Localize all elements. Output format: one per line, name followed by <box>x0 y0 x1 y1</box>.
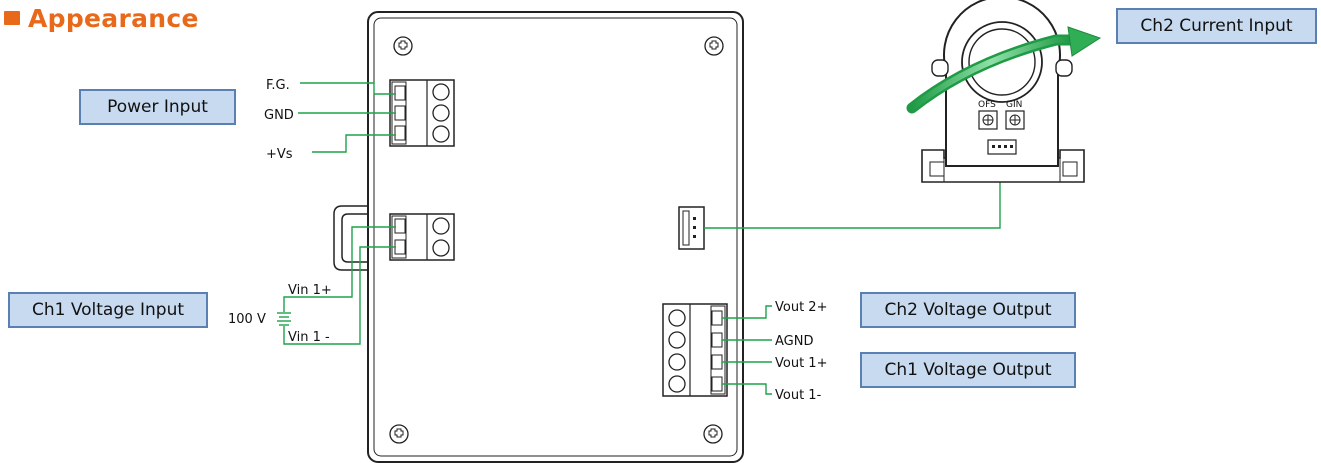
label-vout1-minus: Vout 1- <box>775 388 822 403</box>
sensor-connector <box>678 206 705 250</box>
ch1-voltage-output-box: Ch1 Voltage Output <box>860 352 1076 388</box>
label-source-voltage: 100 V <box>228 312 266 327</box>
heading-square-icon <box>4 11 20 25</box>
power-terminal-block <box>389 79 455 147</box>
heading-text: Appearance <box>28 3 199 33</box>
output-wires <box>722 305 772 395</box>
din-rail-clip <box>333 205 371 271</box>
label-vs: +Vs <box>266 147 293 162</box>
output-terminal-block <box>662 303 728 397</box>
ch1-input-wires <box>283 226 396 345</box>
screw-bottom-left <box>389 424 409 444</box>
label-vout2-plus: Vout 2+ <box>775 300 827 315</box>
current-cable-arrow-icon <box>906 26 1102 114</box>
sensor-wire <box>704 178 1001 229</box>
module-housing <box>367 11 744 463</box>
current-sensor <box>921 0 1085 183</box>
screw-top-right <box>704 36 724 56</box>
label-vin-plus: Vin 1+ <box>288 283 332 298</box>
label-fg: F.G. <box>266 78 290 93</box>
label-gnd: GND <box>264 108 294 123</box>
power-wires <box>298 82 396 153</box>
ch2-current-input-box: Ch2 Current Input <box>1116 8 1317 44</box>
screw-top-left <box>393 36 413 56</box>
label-ofs: OFS <box>978 100 996 110</box>
label-agnd: AGND <box>775 334 813 349</box>
battery-icon <box>277 312 291 326</box>
screw-bottom-right <box>703 424 723 444</box>
section-heading: Appearance <box>4 1 199 35</box>
ch1-input-terminal-block <box>389 213 455 261</box>
label-gin: GIN <box>1006 100 1022 110</box>
label-vin-minus: Vin 1 - <box>288 330 330 345</box>
power-input-box: Power Input <box>79 89 236 125</box>
ch2-voltage-output-box: Ch2 Voltage Output <box>860 292 1076 328</box>
label-vout1-plus: Vout 1+ <box>775 356 827 371</box>
ch1-voltage-input-box: Ch1 Voltage Input <box>8 292 208 328</box>
